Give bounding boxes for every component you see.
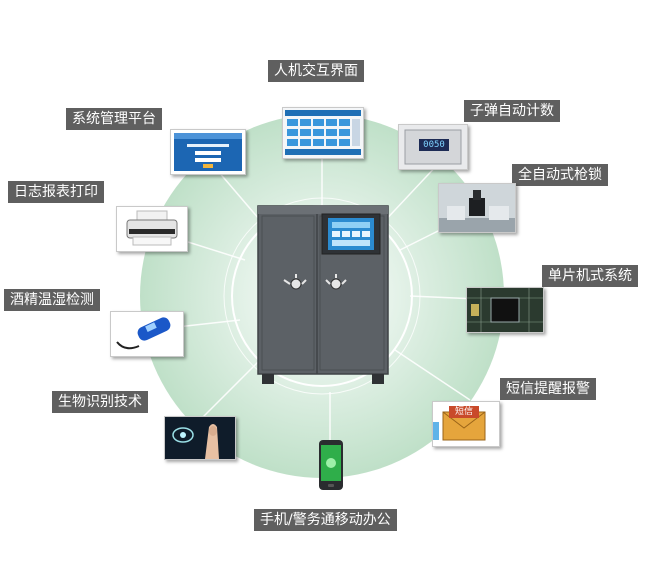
bullet-counter-thumb: 0050 [398,124,468,170]
sms-alarm-thumb: 短信 [432,401,500,447]
label-biometric: 生物识别技术 [52,391,148,413]
smartphone-icon [319,440,343,490]
sms-sign-text: 短信 [449,406,479,418]
label-mgmt-platform: 系统管理平台 [66,108,162,130]
hmi-screen-thumb [282,107,364,159]
counter-readout: 0050 [423,140,445,150]
label-sms-alarm: 短信提醒报警 [500,378,596,400]
mcu-chip-thumb [466,287,544,333]
alcohol-tester-thumb [110,311,184,357]
label-alcohol-detect: 酒精温湿检测 [4,289,100,311]
label-log-print: 日志报表打印 [8,181,104,203]
label-auto-lock: 全自动式枪锁 [512,164,608,186]
label-mobile-office: 手机/警务通移动办公 [254,509,397,531]
label-bullet-count: 子弹自动计数 [464,100,560,122]
label-mcu-system: 单片机式系统 [542,265,638,287]
printer-thumb [116,206,188,252]
biometric-thumb [164,416,236,460]
mgmt-platform-thumb [170,129,246,175]
auto-lock-thumb [438,183,516,233]
gun-cabinet-illustration [257,205,389,384]
label-hmi: 人机交互界面 [268,60,364,82]
